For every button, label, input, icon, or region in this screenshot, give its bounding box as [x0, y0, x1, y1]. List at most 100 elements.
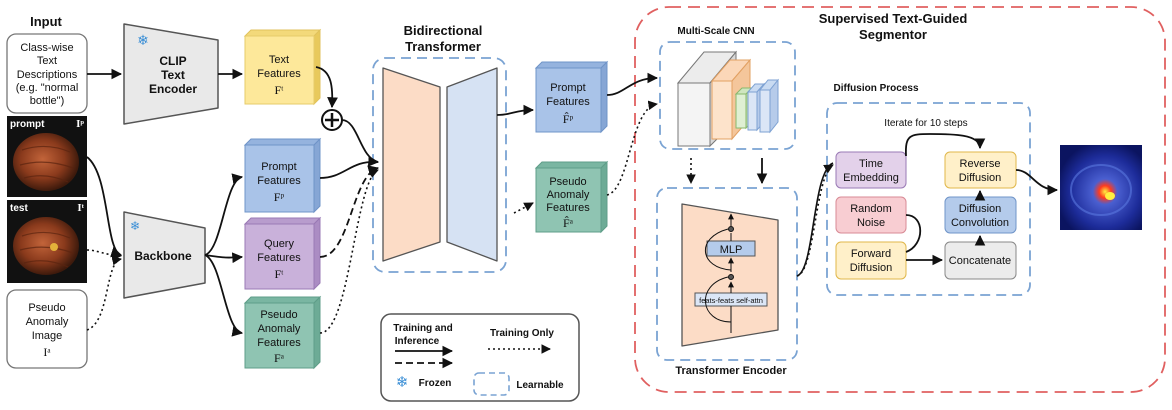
pseudo-img-symbol: Iᵃ	[43, 345, 51, 359]
text-features-block: Text Features Fᵗ	[243, 28, 322, 106]
input-title: Input	[30, 14, 62, 29]
diffusion-conv-line-1: Diffusion	[959, 203, 1002, 215]
legend-learnable-swatch	[473, 372, 510, 396]
mlp-label: MLP	[720, 244, 743, 256]
pseudo-anomaly-features-block: Pseudo Anomaly Features Fᵃ	[243, 295, 322, 370]
pseudo-anomaly-image-box: Pseudo Anomaly Image Iᵃ	[6, 289, 88, 369]
multiscale-cnn-title: Multi-Scale CNN	[677, 26, 754, 37]
query-features-symbol: Fᵗ	[275, 267, 285, 281]
prompt-features-block: Prompt Features Fᵖ	[243, 137, 322, 214]
prompt-image: prompt Iᵖ	[7, 116, 87, 197]
query-features-line-2: Features	[257, 252, 301, 264]
time-embedding-line-2: Embedding	[843, 172, 899, 184]
encoder-to-diffusion	[796, 162, 834, 277]
backbone: ❄ Backbone	[123, 211, 206, 299]
random-noise-line-1: Random	[850, 203, 892, 215]
refined-pseudo-line-3: Features	[546, 202, 590, 214]
clip-line-1: CLIP	[159, 54, 186, 68]
forward-diffusion-line-1: Forward	[851, 248, 891, 260]
text-desc-line-4: (e.g. "normal	[16, 82, 79, 94]
pseudo-features-line-2: Anomaly	[258, 323, 301, 335]
clip-text-encoder: ❄ CLIP Text Encoder	[123, 23, 219, 125]
transformer-right-block	[446, 67, 498, 262]
legend-train-infer-2: Inference	[395, 336, 440, 347]
segmentor-title-1: Supervised Text-Guided	[819, 11, 968, 26]
diffusion-conv-line-2: Convolution	[951, 217, 1009, 229]
pseudo-img-line-2: Anomaly	[26, 316, 69, 328]
text-features-line-2: Features	[257, 68, 301, 80]
reverse-diffusion-node: Reverse Diffusion	[944, 151, 1017, 189]
forward-diffusion-line-2: Diffusion	[850, 262, 893, 274]
encoder-learnable-frame	[656, 187, 798, 361]
segmentor-title-2: Segmentor	[859, 27, 927, 42]
pseudo-img-line-3: Image	[32, 330, 63, 342]
segmentor-frame	[634, 6, 1166, 393]
text-desc-line-2: Text	[37, 55, 57, 67]
snowflake-icon: ❄	[137, 32, 149, 48]
connections-dashed	[319, 165, 380, 258]
cnn-learnable-frame	[659, 41, 796, 150]
bidirectional-title-2: Transformer	[405, 39, 481, 54]
prompt-features-line-2: Features	[257, 175, 301, 187]
diffusion-convolution-node: Diffusion Convolution	[944, 196, 1017, 234]
prompt-features-line-1: Prompt	[261, 161, 296, 173]
bidirectional-title-1: Bidirectional	[404, 23, 483, 38]
text-features-line-1: Text	[269, 54, 289, 66]
prompt-features-symbol: Fᵖ	[274, 190, 285, 204]
refined-pseudo-symbol: F̂ᵃ	[563, 216, 574, 230]
time-embedding-node: Time Embedding	[835, 151, 907, 189]
bidirectional-learnable-frame	[372, 57, 507, 273]
diffusion-process-title: Diffusion Process	[833, 83, 918, 94]
output-anomaly-map	[1060, 145, 1142, 230]
prompt-image-label: prompt	[10, 119, 45, 130]
random-noise-line-2: Noise	[857, 217, 885, 229]
connections-solid	[86, 66, 1059, 337]
query-features-block: Query Features Fᵗ	[243, 216, 322, 291]
transformer-encoder-title: Transformer Encoder	[675, 365, 787, 377]
reverse-diffusion-line-2: Diffusion	[959, 172, 1002, 184]
snowflake-icon: ❄	[396, 374, 409, 391]
self-attn-label: feats-feats self-attn	[699, 296, 763, 305]
backbone-label: Backbone	[134, 249, 192, 263]
test-image-label: test	[10, 203, 28, 214]
transformer-left-block	[382, 67, 441, 262]
refined-prompt-line-1: Prompt	[550, 82, 585, 94]
refined-prompt-symbol: F̂ᵖ	[563, 112, 574, 126]
add-operator-icon	[321, 109, 343, 131]
clip-line-3: Encoder	[149, 82, 197, 96]
legend-frozen: Frozen	[419, 378, 452, 389]
pseudo-features-line-1: Pseudo	[260, 309, 297, 321]
refined-prompt-features-block: Prompt Features F̂ᵖ	[534, 60, 609, 134]
refined-prompt-line-2: Features	[546, 96, 590, 108]
legend-train-infer-1: Training and	[393, 323, 452, 334]
refined-pseudo-features-block: Pseudo Anomaly Features F̂ᵃ	[534, 160, 609, 234]
time-embedding-line-1: Time	[859, 158, 883, 170]
test-image-symbol: Iᵗ	[77, 202, 84, 214]
pseudo-features-symbol: Fᵃ	[274, 351, 285, 365]
test-image: test Iᵗ	[7, 200, 87, 283]
legend-learnable: Learnable	[516, 380, 564, 391]
forward-diffusion-node: Forward Diffusion	[835, 241, 907, 280]
concatenate-node: Concatenate	[944, 241, 1017, 280]
reverse-diffusion-line-1: Reverse	[960, 158, 1001, 170]
text-features-symbol: Fᵗ	[275, 83, 285, 97]
legend-train-only: Training Only	[490, 328, 554, 339]
defect-spot	[50, 243, 58, 251]
clip-line-2: Text	[161, 68, 185, 82]
snowflake-icon: ❄	[130, 219, 140, 233]
query-features-line-1: Query	[264, 238, 294, 250]
connections-dotted	[86, 100, 834, 334]
text-desc-line-3: Descriptions	[17, 69, 78, 81]
random-noise-node: Random Noise	[835, 196, 907, 234]
pseudo-features-line-3: Features	[257, 337, 301, 349]
text-descriptions-box: Class-wise Text Descriptions (e.g. "norm…	[6, 33, 88, 114]
encoder-internal-connections	[704, 213, 734, 333]
legend-box	[380, 313, 580, 402]
text-desc-line-5: bottle")	[30, 95, 64, 107]
prompt-image-symbol: Iᵖ	[76, 118, 84, 130]
concatenate-label: Concatenate	[949, 255, 1011, 267]
pseudo-img-line-1: Pseudo	[28, 302, 65, 314]
cnn-layer-stack	[676, 50, 780, 148]
text-desc-line-1: Class-wise	[20, 42, 73, 54]
